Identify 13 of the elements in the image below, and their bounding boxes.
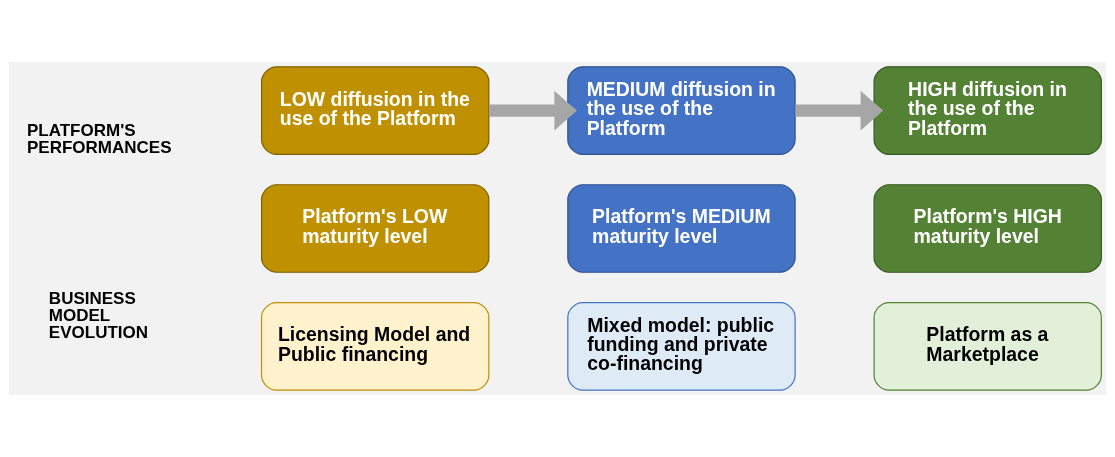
label: BUSINESS MODEL EVOLUTION [48, 289, 149, 343]
node-box: Platform as a Marketplace [873, 302, 1102, 391]
arrow [795, 90, 884, 131]
node-box: HIGH diffusion in the use of the Platform [873, 66, 1102, 155]
node-box: Platform's MEDIUM maturity level [567, 184, 796, 273]
node-box: Platform's LOW maturity level [260, 184, 490, 273]
node-box: Platform's HIGH maturity level [873, 184, 1102, 273]
node-box: MEDIUM diffusion in the use of the Platform [567, 66, 796, 155]
node-box: Mixed model: public funding and private co-financing [567, 302, 796, 391]
label: PLATFORM'S PERFORMANCES [27, 121, 172, 158]
node-box: LOW diffusion in the use of the Platform [260, 66, 490, 155]
node-box: Licensing Model and Public financing [260, 302, 490, 391]
arrow [489, 90, 577, 131]
